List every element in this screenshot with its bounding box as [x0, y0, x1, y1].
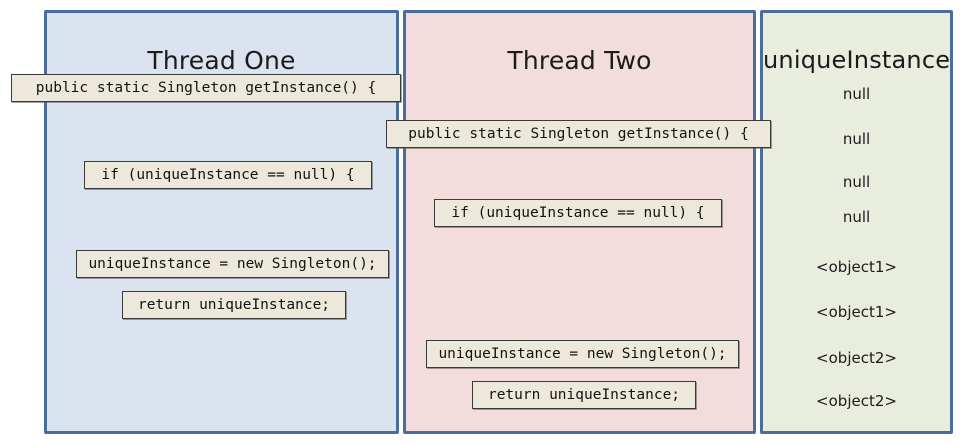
panel-unique-instance-title: uniqueInstance [763, 46, 951, 74]
code-box-thread-one-step-3: uniqueInstance = new Singleton(); [76, 250, 389, 278]
code-box-thread-one-step-1: public static Singleton getInstance() { [11, 74, 401, 102]
panel-unique-instance-state: uniqueInstance null null null null <obje… [760, 10, 953, 434]
state-value: <object1> [816, 258, 897, 276]
code-box-thread-one-step-2: if (uniqueInstance == null) { [84, 161, 372, 189]
panel-thread-one-title: Thread One [147, 46, 296, 75]
code-box-thread-two-step-4: return uniqueInstance; [472, 381, 696, 409]
state-value: <object1> [816, 303, 897, 321]
state-value: null [842, 85, 871, 103]
state-value: null [842, 130, 871, 148]
code-box-thread-two-step-1: public static Singleton getInstance() { [386, 120, 771, 148]
state-value: <object2> [816, 392, 897, 410]
state-value: null [842, 173, 871, 191]
state-value: null [842, 208, 871, 226]
code-box-thread-two-step-2: if (uniqueInstance == null) { [434, 199, 722, 227]
code-box-thread-one-step-4: return uniqueInstance; [122, 291, 346, 319]
state-value: <object2> [816, 349, 897, 367]
code-box-thread-two-step-3: uniqueInstance = new Singleton(); [426, 340, 739, 368]
panel-thread-two-title: Thread Two [507, 46, 652, 75]
